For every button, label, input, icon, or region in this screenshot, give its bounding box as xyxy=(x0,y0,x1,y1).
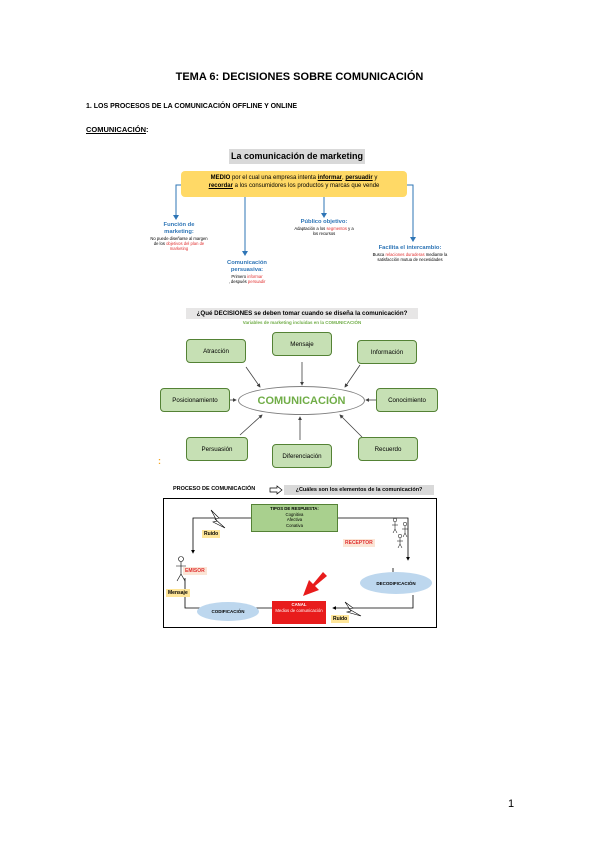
figure2-subtitle: Variables de marketing incluidas en la C… xyxy=(242,320,362,325)
medio-box: MEDIO por el cual una empresa intenta in… xyxy=(181,171,407,197)
subheading-label: COMUNICACIÓN xyxy=(86,125,146,134)
lightning-icon xyxy=(344,601,362,617)
facilita-desc: Busca relaciones duraderas mediante la s… xyxy=(372,252,448,263)
publico-block: Público objetivo: Adaptación a los segme… xyxy=(292,219,356,236)
publico-desc: Adaptación a los segmentos y a los recur… xyxy=(294,226,354,237)
medio-informar: informar xyxy=(317,175,343,181)
figure3-heading: PROCESO DE COMUNICACIÓN xyxy=(173,486,256,492)
node-mensaje: Mensaje xyxy=(272,332,332,356)
tipos-respuesta-box: TIPOS DE RESPUESTA: Cognitiva Afectiva C… xyxy=(251,504,338,532)
funcion-block: Función de marketing: No puede diseñarse… xyxy=(148,222,210,252)
figure1-title: La comunicación de marketing xyxy=(229,149,365,164)
connector-facilita xyxy=(407,184,414,238)
medio-comma: , xyxy=(342,175,346,181)
mensaje-tag: Mensaje xyxy=(166,589,190,597)
facilita-label: Facilita el intercambio: xyxy=(378,245,442,251)
emisor-tag: EMISOR xyxy=(183,567,207,575)
persuasiva-block: Comunicación persuasiva: Primero informa… xyxy=(218,260,276,284)
medio-persuadir: persuadir xyxy=(345,175,373,181)
lightning-icon xyxy=(210,509,226,529)
persuasiva-label: Comunicación persuasiva: xyxy=(227,260,267,273)
canal-title: CANAL xyxy=(291,602,307,607)
medio-y: y xyxy=(372,175,378,181)
figure2-arrows xyxy=(222,362,378,440)
medio-bold: MEDIO xyxy=(210,175,231,181)
tipo-afectiva: Afectiva xyxy=(286,517,303,522)
figure2-question: ¿Qué DECISIONES se deben tomar cuando se… xyxy=(186,308,418,319)
decodificacion-node: DECODIFICACIÓN xyxy=(360,572,432,594)
publico-label: Público objetivo: xyxy=(300,219,348,225)
emisor-figure-icon xyxy=(176,556,186,582)
node-recuerdo: Recuerdo xyxy=(358,437,418,461)
ruido-tag-bottom: Ruido xyxy=(331,615,350,623)
medio-text1: por el cual una empresa intenta xyxy=(230,175,318,181)
red-arrow-icon xyxy=(303,572,327,596)
node-atraccion: Atracción xyxy=(186,339,246,363)
canal-box: CANAL Medios de comunicación xyxy=(272,601,326,624)
node-conocimiento: Conocimiento xyxy=(376,388,438,412)
persuasiva-desc: Primero informar, después persuadir xyxy=(228,274,266,285)
page-number: 1 xyxy=(508,798,515,810)
subheading: COMUNICACIÓN: xyxy=(86,125,149,134)
tipo-cognitiva: Cognitiva xyxy=(285,511,304,517)
receptor-tag: RECEPTOR xyxy=(343,539,375,547)
facilita-block: Facilita el intercambio: Busca relacione… xyxy=(370,245,450,262)
medio-recordar: recordar xyxy=(208,183,233,189)
figure3-question: ¿Cuáles son los elementos de la comunica… xyxy=(284,485,434,495)
node-posicionamiento: Posicionamiento xyxy=(160,388,230,412)
ruido-tag-top: Ruido xyxy=(202,530,221,538)
subheading-colon: : xyxy=(146,125,149,134)
node-informacion: Información xyxy=(357,340,417,364)
connector-funcion xyxy=(175,184,181,216)
process-lines xyxy=(176,509,414,617)
process-frame xyxy=(163,498,437,628)
codificacion-node: CODIFICACIÓN xyxy=(197,602,259,621)
canal-desc: Medios de comunicación xyxy=(275,607,323,613)
funcion-desc: No puede diseñarse al margen de los obje… xyxy=(150,236,208,252)
receptor-figures-icon xyxy=(392,517,408,549)
node-comunicacion: COMUNICACIÓN xyxy=(238,386,365,415)
figure1-connectors xyxy=(173,184,416,256)
orphan-colon: : xyxy=(158,456,161,466)
tipo-conativa: Conativa xyxy=(286,522,303,528)
arrow-outline-icon xyxy=(269,485,283,495)
tipos-title: TIPOS DE RESPUESTA: xyxy=(270,506,319,511)
funcion-label: Función de marketing: xyxy=(163,222,195,235)
medio-text2: a los consumidores los productos y marca… xyxy=(232,183,380,189)
node-diferenciacion: Diferenciación xyxy=(272,444,332,468)
document-title: TEMA 6: DECISIONES SOBRE COMUNICACIÓN xyxy=(175,71,424,83)
node-persuasion: Persuasión xyxy=(186,437,248,461)
section-heading: 1. LOS PROCESOS DE LA COMUNICACIÓN OFFLI… xyxy=(86,103,298,110)
